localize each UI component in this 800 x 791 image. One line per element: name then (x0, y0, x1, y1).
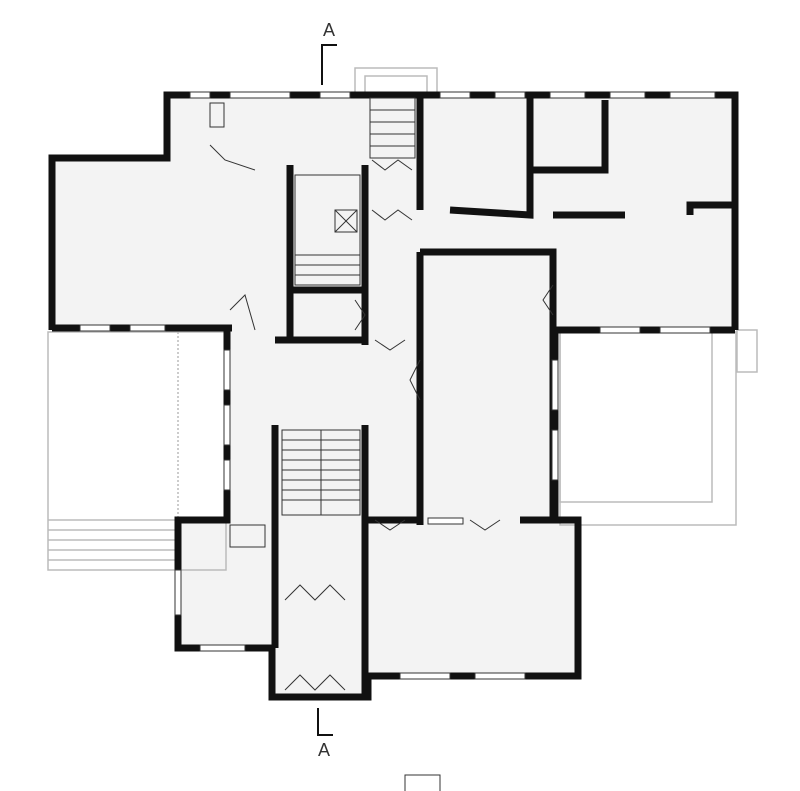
floor-fill (52, 95, 735, 697)
terrace-outlines (47, 67, 758, 571)
section-marks (317, 44, 337, 736)
stairs (281, 97, 416, 516)
walls (48, 91, 739, 701)
section-mark-bottom: A (318, 740, 331, 760)
scale-box (404, 774, 441, 791)
section-mark-top: A (323, 20, 336, 40)
windows (79, 91, 716, 680)
door-swings (209, 102, 554, 691)
